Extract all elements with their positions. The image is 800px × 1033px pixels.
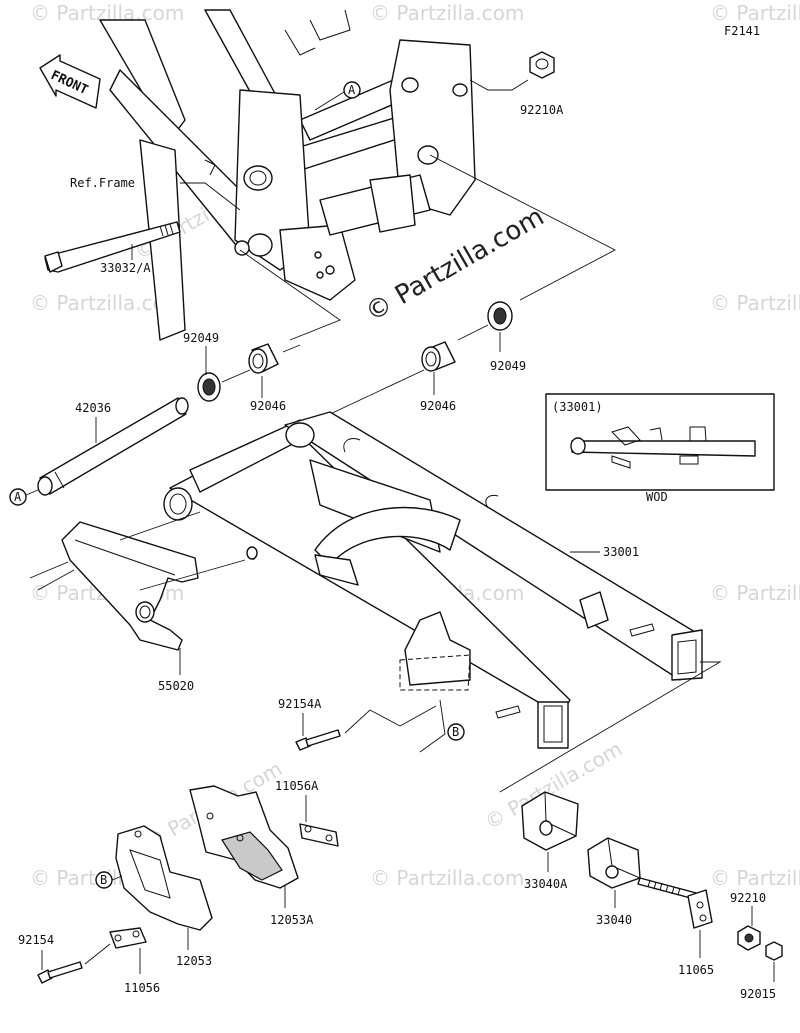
part-label-55020: 55020: [158, 679, 194, 693]
part-label-42036: 42036: [75, 401, 111, 415]
part-label-12053: 12053: [176, 954, 212, 968]
part-label-92049-right: 92049: [490, 359, 526, 373]
watermark-text: © Partzilla.com: [710, 1, 800, 25]
ref-frame-label: Ref.Frame: [70, 176, 135, 190]
watermark-text: © Partzilla.com: [710, 581, 800, 605]
part-label-92210a: 92210A: [520, 103, 564, 117]
part-55020-chain-slider-icon: [61, 521, 199, 651]
part-label-92154a: 92154A: [278, 697, 322, 711]
part-label-33032a: 33032/A: [100, 261, 151, 275]
inset-title: (33001): [552, 400, 603, 414]
watermark-text: © Partzilla.com: [710, 866, 800, 890]
part-92154-bolt-icon: [37, 961, 83, 984]
part-42036-shaft-icon: [37, 397, 189, 496]
part-label-12053a: 12053A: [270, 913, 314, 927]
part-33032a-bolt-icon: [44, 221, 181, 273]
front-arrow-icon: FRONT: [39, 54, 101, 109]
part-92049-right-seal-icon: [487, 301, 513, 331]
part-label-11056a: 11056A: [275, 779, 319, 793]
part-33001-swingarm-drawing: [163, 411, 703, 749]
part-92046-right-bearing-icon: [421, 341, 456, 372]
part-label-92046-left: 92046: [250, 399, 286, 413]
part-label-33040: 33040: [596, 913, 632, 927]
part-11056a-plate-icon: [299, 823, 339, 847]
part-label-92049-left: 92049: [183, 331, 219, 345]
part-label-11056: 11056: [124, 981, 160, 995]
watermark-text: © Partzilla.com: [370, 866, 524, 890]
part-11056-plate-icon: [109, 927, 147, 949]
part-label-33040a: 33040A: [524, 877, 568, 891]
part-92049-left-seal-icon: [197, 372, 221, 402]
callout-label: A: [348, 83, 356, 97]
part-label-92046-right: 92046: [420, 399, 456, 413]
part-92210a-nut-icon: [529, 51, 555, 79]
watermark-text: © Partzilla.com: [370, 1, 524, 25]
part-label-92015: 92015: [740, 987, 776, 1001]
part-33040a-adjuster-block-icon: [521, 791, 579, 851]
frame-drawing: [99, 9, 476, 341]
callout-label: A: [14, 490, 22, 504]
part-92015-nut-icon: [765, 941, 783, 961]
part-label-92210: 92210: [730, 891, 766, 905]
callout-a-frame: [343, 81, 361, 99]
part-label-92154: 92154: [18, 933, 54, 947]
part-label-33001: 33001: [603, 545, 639, 559]
part-11065-adjuster-plate-icon: [687, 889, 713, 929]
part-92210-nut-icon: [737, 925, 761, 951]
callout-a-shaft: [9, 488, 27, 506]
diagram-code: F2141: [724, 24, 760, 38]
part-33040-adjuster-icon: [587, 837, 641, 889]
callout-label: B: [452, 725, 459, 739]
part-12053a-guide-plate-icon: [189, 785, 299, 889]
part-92046-left-bearing-icon: [248, 343, 279, 374]
callout-label: B: [100, 873, 107, 887]
callout-b-swingarm: [447, 723, 465, 741]
part-label-11065: 11065: [678, 963, 714, 977]
inset-note: WOD: [646, 490, 668, 504]
part-92154a-bolt-icon: [295, 729, 341, 751]
part-12053-guide-plate-icon: [115, 825, 213, 931]
watermark-text: © Partzilla.com: [710, 291, 800, 315]
inset-box: (33001) WOD: [545, 393, 775, 504]
